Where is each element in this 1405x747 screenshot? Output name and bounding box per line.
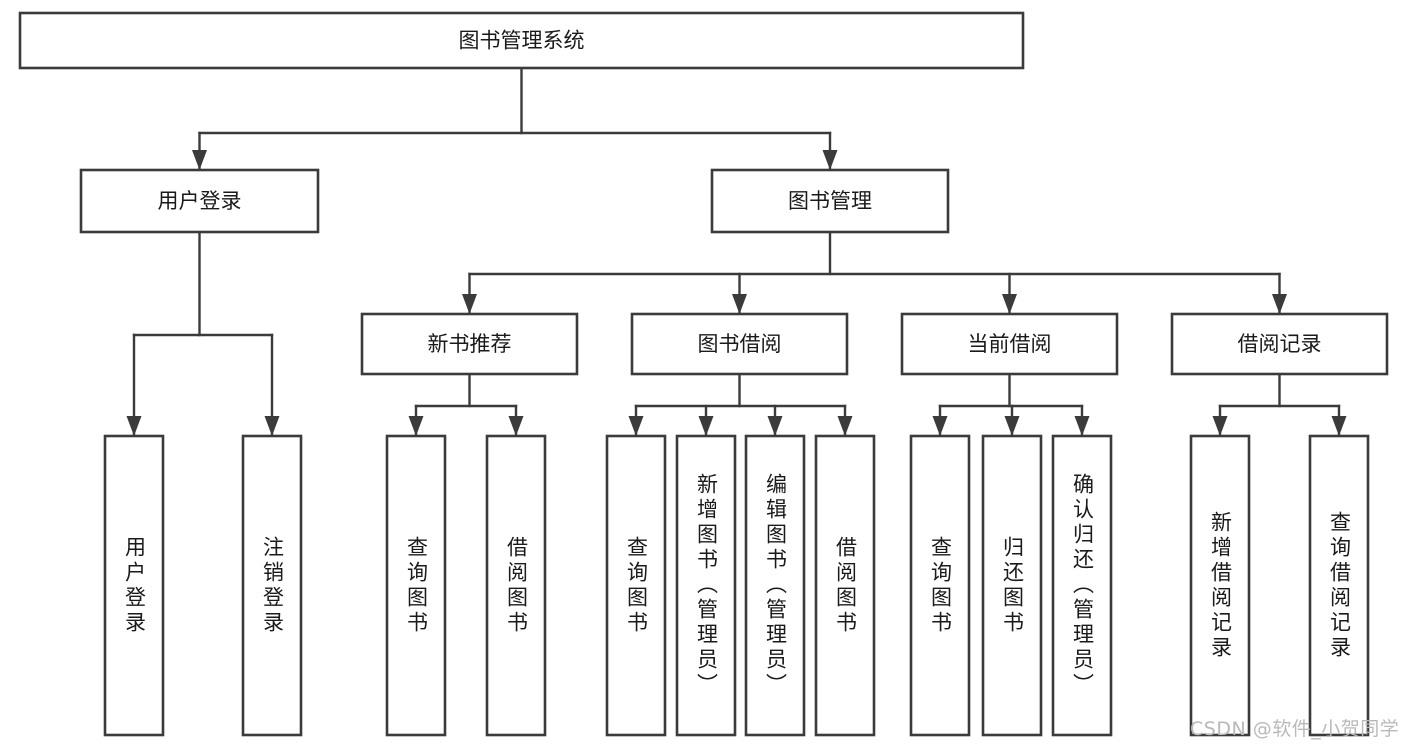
- arrow-head-icon: [732, 294, 747, 314]
- connectors-layer: [126, 66, 1347, 437]
- node-box-book-borrow[interactable]: [630, 312, 849, 376]
- leaf-box-leaf-query-book-1[interactable]: [385, 434, 447, 737]
- arrow-head-icon: [408, 416, 424, 436]
- node-box-new-book-recommend[interactable]: [360, 312, 579, 376]
- node-label-current-borrow: 当前借阅: [968, 332, 1052, 356]
- arrow-head-icon: [698, 416, 714, 436]
- node-box-borrow-record[interactable]: [1170, 312, 1389, 376]
- leaf-box-leaf-add-book-admin[interactable]: [675, 434, 737, 737]
- leaf-box-leaf-edit-book-admin[interactable]: [744, 434, 806, 737]
- arrow-head-icon: [508, 416, 524, 436]
- leaf-box-leaf-return-book[interactable]: [981, 434, 1043, 737]
- arrow-head-icon: [767, 416, 783, 436]
- leaf-box-leaf-add-borrow-record[interactable]: [1189, 434, 1251, 737]
- arrow-head-icon: [1002, 294, 1017, 314]
- leaf-box-leaf-user-login[interactable]: [103, 434, 165, 737]
- leaf-box-leaf-borrow-book-1[interactable]: [485, 434, 547, 737]
- arrow-head-icon: [192, 150, 207, 170]
- arrow-head-icon: [1074, 416, 1090, 436]
- node-label-user-login: 用户登录: [158, 189, 242, 213]
- node-label-book-borrow: 图书借阅: [698, 332, 782, 356]
- node-box-book-management[interactable]: [710, 168, 950, 234]
- arrow-head-icon: [628, 416, 644, 436]
- arrow-head-icon: [837, 416, 853, 436]
- node-box-root[interactable]: [18, 11, 1025, 70]
- node-label-new-book-recommend: 新书推荐: [428, 332, 512, 356]
- leaf-box-leaf-query-book-3[interactable]: [909, 434, 971, 737]
- leaf-box-leaf-query-borrow-record[interactable]: [1308, 434, 1370, 737]
- arrow-head-icon: [1331, 416, 1347, 436]
- node-box-current-borrow[interactable]: [900, 312, 1119, 376]
- node-label-book-management: 图书管理: [788, 189, 872, 213]
- arrow-head-icon: [126, 416, 142, 436]
- leaf-box-leaf-logout[interactable]: [241, 434, 303, 737]
- node-label-root: 图书管理系统: [459, 29, 585, 53]
- csdn-watermark: CSDN @软件_小贺同学: [1190, 718, 1400, 740]
- leaf-box-leaf-borrow-book-2[interactable]: [814, 434, 876, 737]
- node-label-borrow-record: 借阅记录: [1238, 332, 1322, 356]
- arrow-head-icon: [822, 150, 838, 170]
- boxes-layer: [18, 11, 1389, 737]
- arrow-head-icon: [932, 416, 948, 436]
- arrow-head-icon: [462, 294, 477, 314]
- leaf-box-leaf-confirm-return-admin[interactable]: [1051, 434, 1113, 737]
- arrow-head-icon: [264, 416, 280, 436]
- arrow-head-icon: [1212, 416, 1228, 436]
- arrow-head-icon: [1272, 294, 1287, 314]
- node-box-user-login[interactable]: [79, 168, 320, 234]
- arrow-head-icon: [1004, 416, 1020, 436]
- leaf-box-leaf-query-book-2[interactable]: [605, 434, 667, 737]
